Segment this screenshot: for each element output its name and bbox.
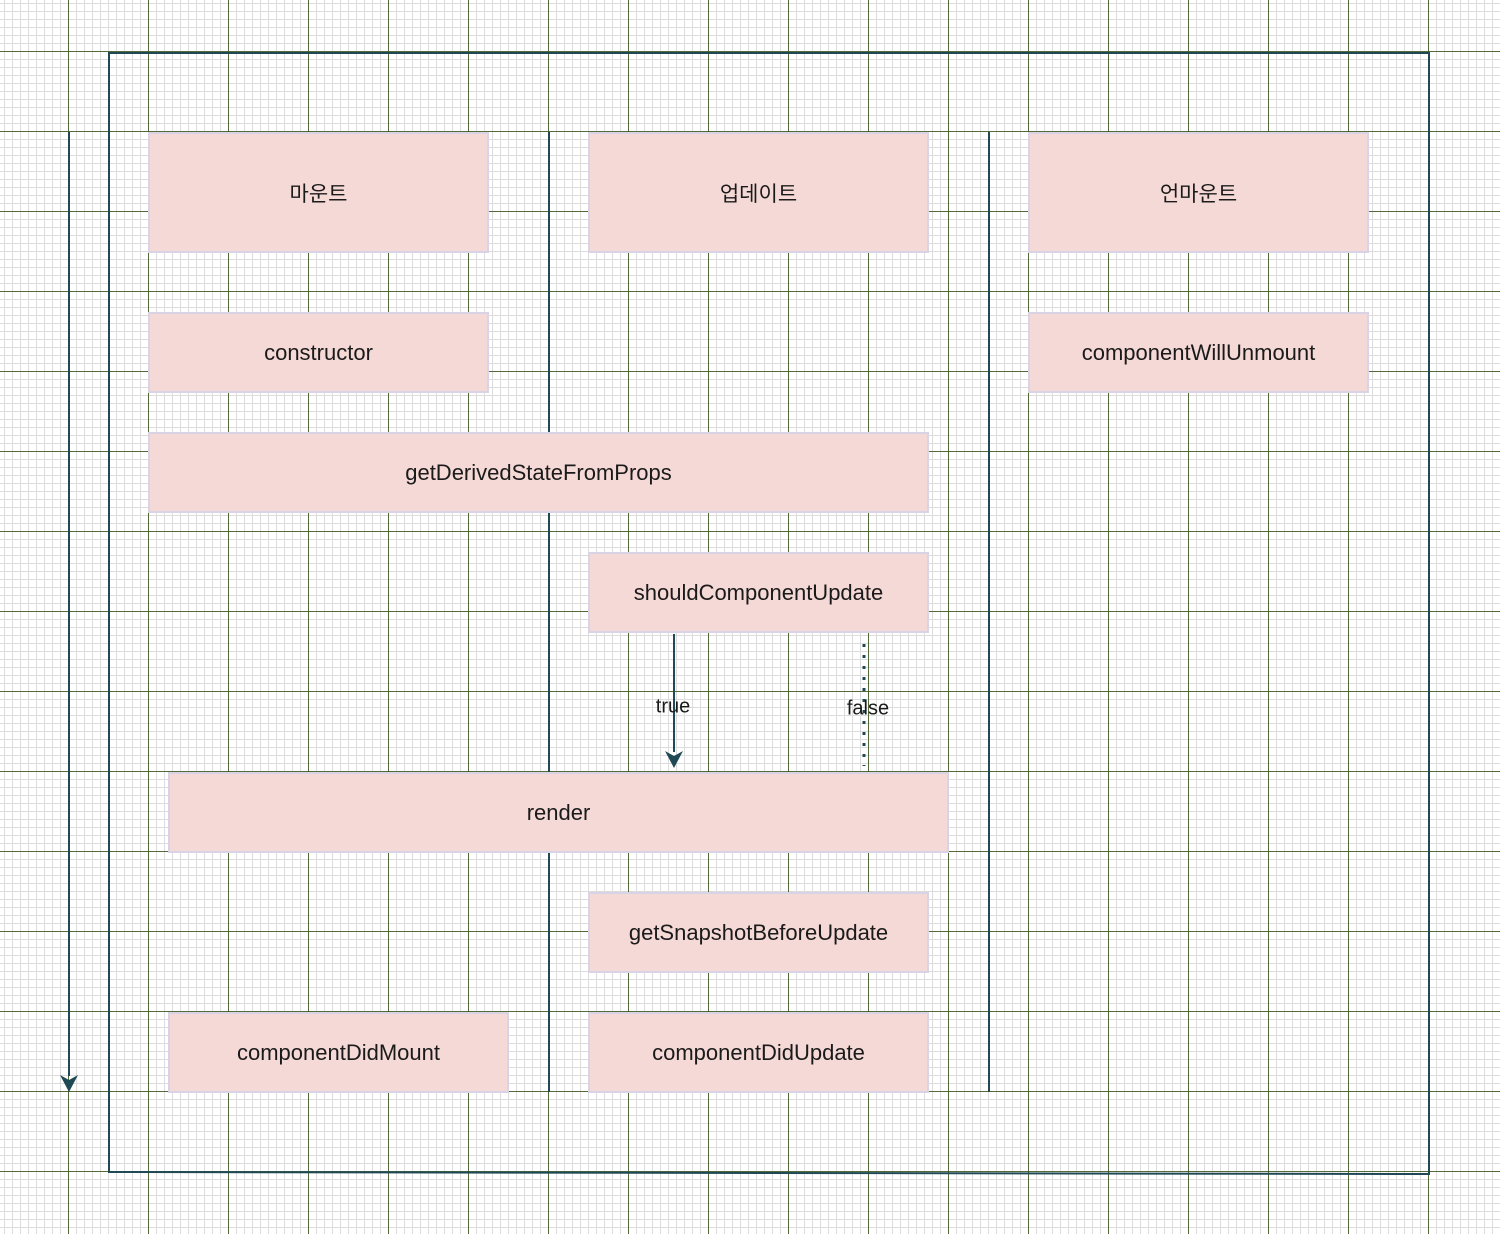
true-edge-arrow-head xyxy=(665,751,683,768)
component-did-mount-box: componentDidMount xyxy=(168,1012,509,1093)
get-snapshot-before-update-box: getSnapshotBeforeUpdate xyxy=(588,892,929,973)
component-will-unmount-box: componentWillUnmount xyxy=(1028,312,1369,393)
update-header: 업데이트 xyxy=(588,132,929,253)
outer-frame xyxy=(108,52,1430,1176)
false-edge-label: false xyxy=(846,697,890,720)
constructor-box: constructor xyxy=(148,312,489,393)
true-edge-label: true xyxy=(655,695,691,718)
mount-header: 마운트 xyxy=(148,132,489,253)
component-did-update-box: componentDidUpdate xyxy=(588,1012,929,1093)
unmount-header: 언마운트 xyxy=(1028,132,1369,253)
render-box: render xyxy=(168,772,949,853)
get-derived-state-from-props-box: getDerivedStateFromProps xyxy=(148,432,929,513)
should-component-update-box: shouldComponentUpdate xyxy=(588,552,929,633)
timeline-arrow-head xyxy=(60,1075,78,1092)
